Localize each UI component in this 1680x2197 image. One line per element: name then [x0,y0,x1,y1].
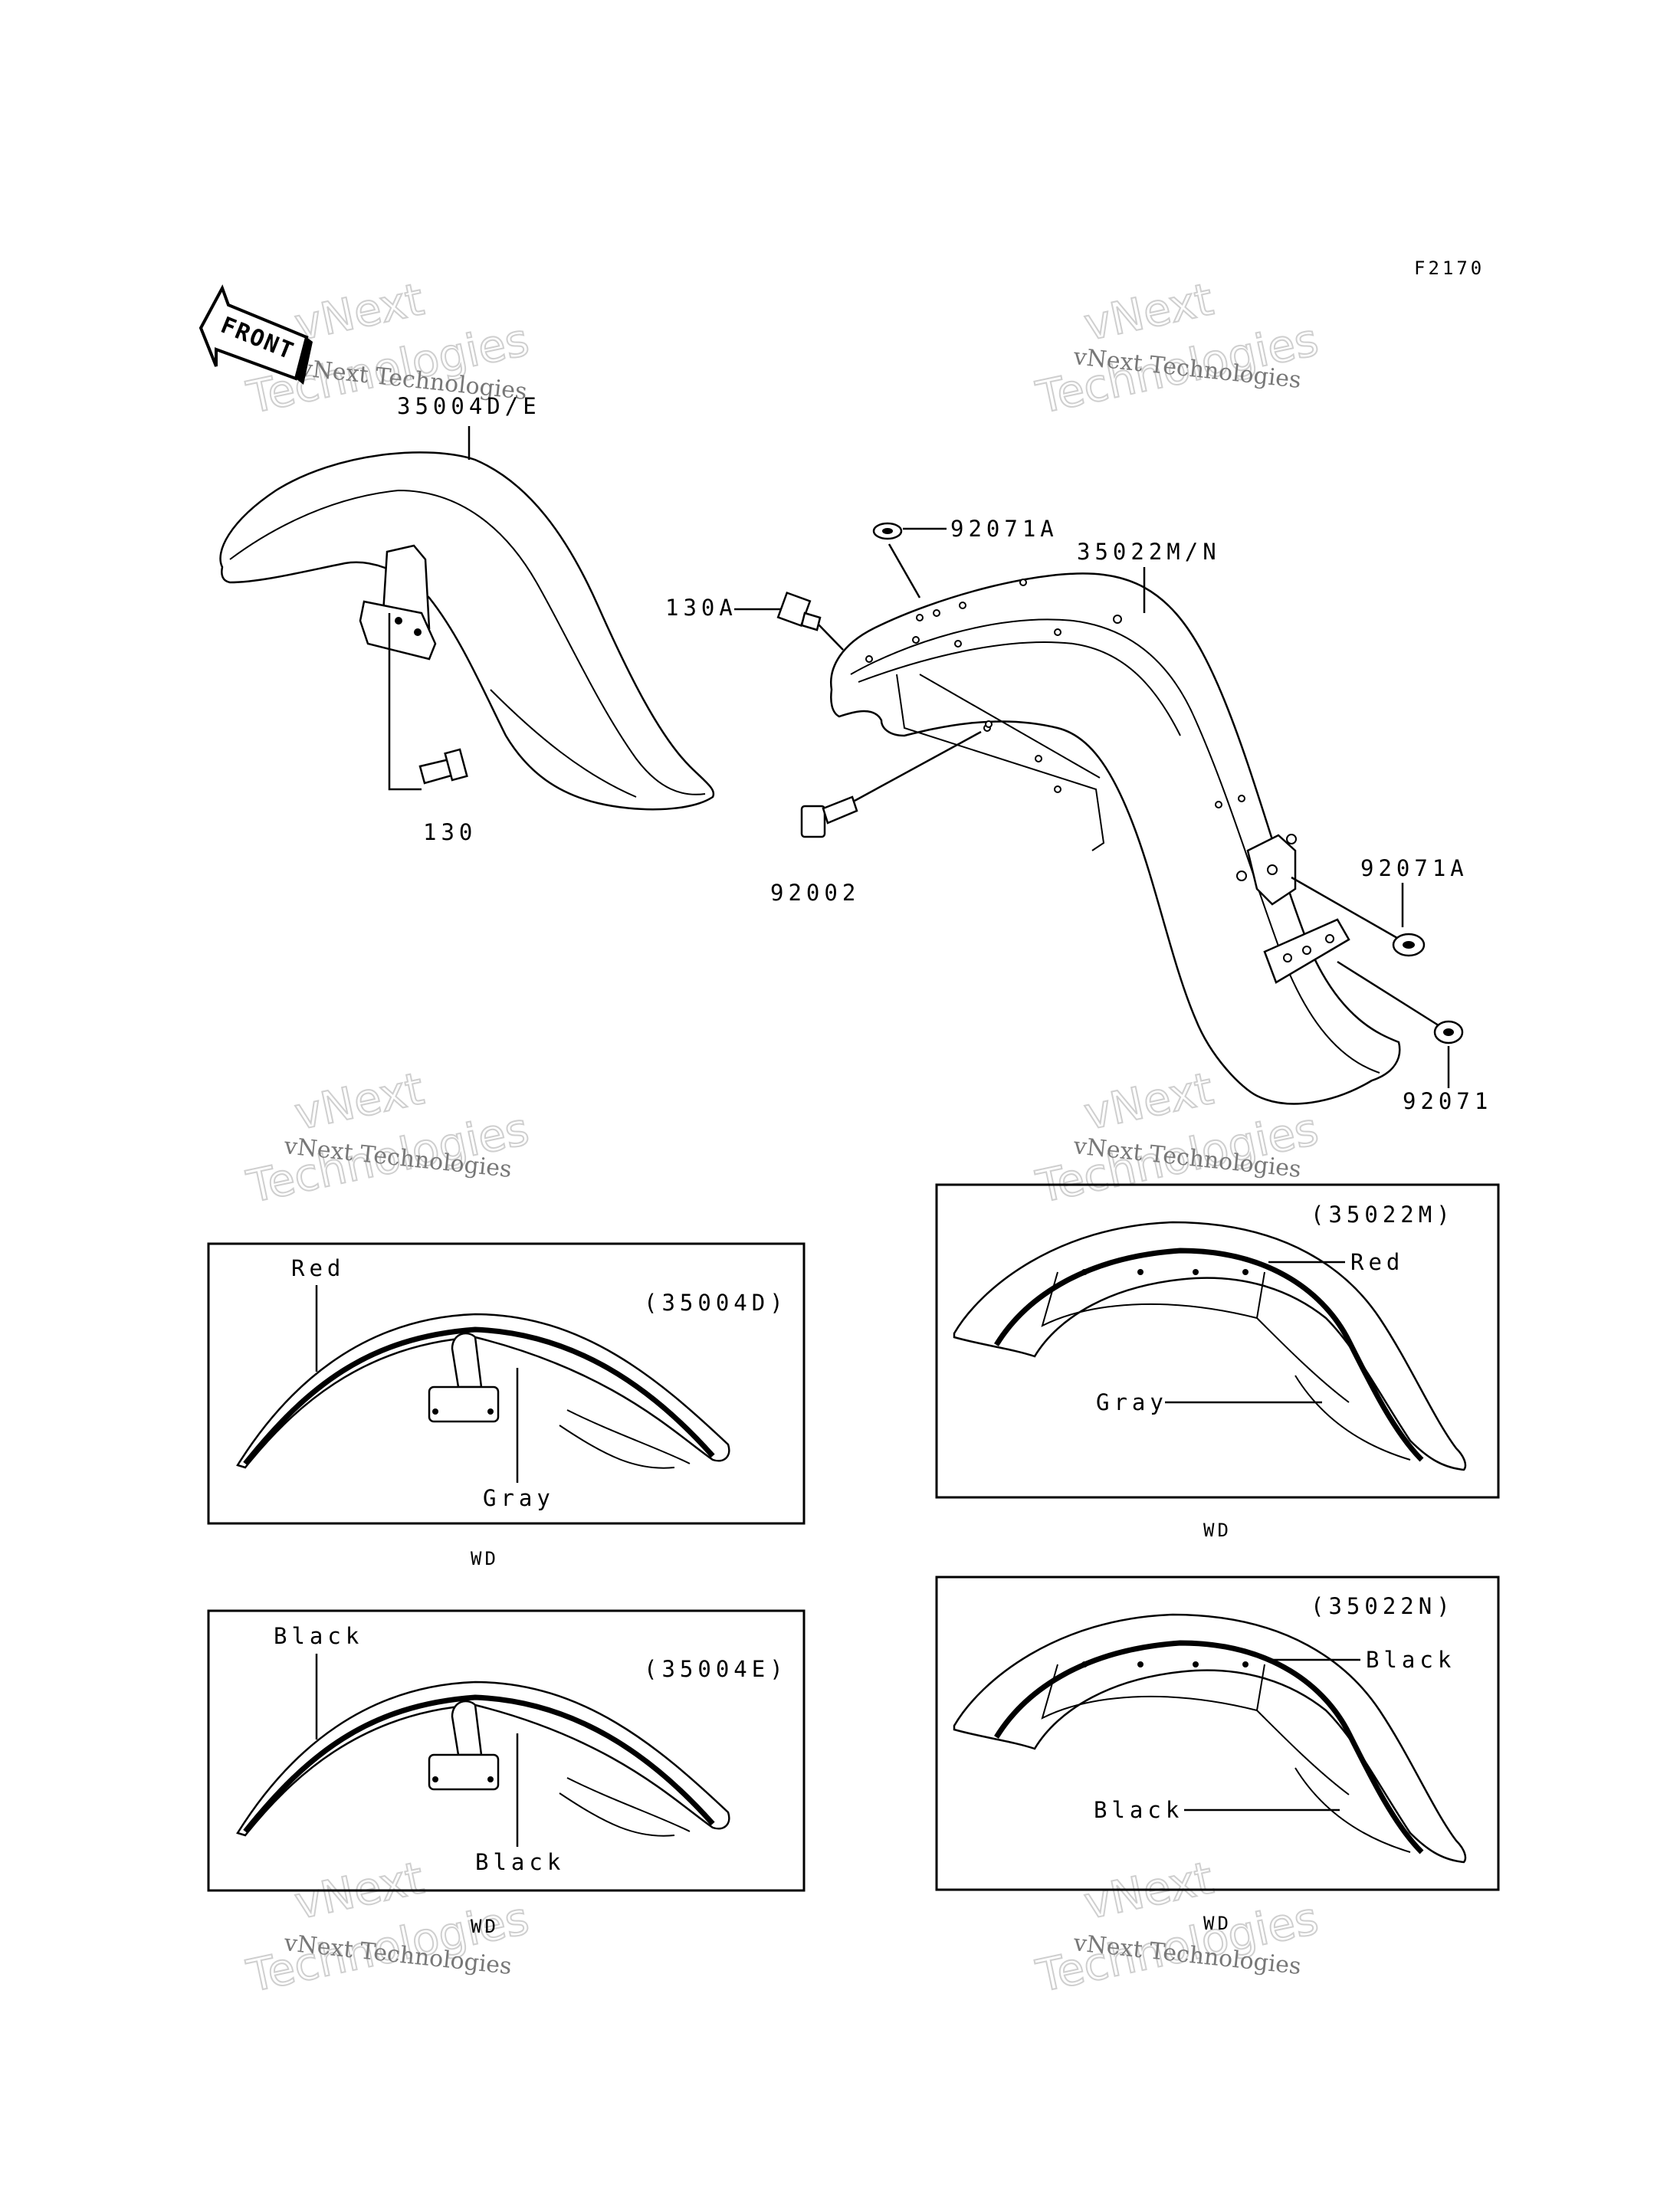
panel-code: (35022M) [1311,1202,1455,1228]
body-color-label: Gray [483,1485,555,1511]
stripe-color-label: Black [274,1623,363,1649]
bolt-icon [418,748,468,785]
figure-code: F2170 [1414,257,1485,279]
watermark: vNext Technologies [241,1061,534,1214]
front-fender [219,451,715,811]
panel-note: WD [1203,1520,1232,1541]
variant-panel-35022m: (35022M) Red Gray [935,1183,1500,1499]
variant-panel-35022n: (35022N) Black Black [935,1576,1500,1891]
panel-code: (35004E) [644,1656,788,1682]
panel-note: WD [471,1916,499,1937]
grommet-icon [1433,1020,1464,1044]
grommet-icon [1392,933,1426,957]
panel-code: (35004D) [644,1290,788,1316]
part-label-bolt-130a: 130A [665,595,737,621]
stripe-color-label: Red [1350,1249,1404,1275]
part-label-grommet-side: 92071A [1360,855,1468,881]
rear-fender [830,572,1401,1105]
variant-panel-35004e: (35004E) Black Black [207,1609,806,1892]
stripe-color-label: Black [1366,1647,1455,1673]
bolt-icon [800,795,858,838]
part-label-grommet-top: 92071A [950,516,1058,542]
body-color-label: Gray [1096,1389,1168,1415]
grommet-icon [872,522,903,540]
panel-code: (35022N) [1311,1593,1455,1619]
bolt-icon [776,591,822,631]
part-label-front-fender: 35004D/E [397,393,541,419]
part-label-grommet-lower: 92071 [1403,1088,1492,1114]
variant-panel-35004d: (35004D) Red Gray [207,1242,806,1525]
panel-note: WD [471,1548,499,1569]
part-label-rear-fender: 35022M/N [1077,539,1221,565]
stripe-color-label: Red [291,1255,345,1281]
part-label-bolt-130: 130 [423,819,477,845]
part-label-bolt-92002: 92002 [770,880,860,906]
watermark: vNext Technologies [1031,272,1324,425]
body-color-label: Black [1094,1797,1183,1823]
body-color-label: Black [475,1849,565,1875]
panel-note: WD [1203,1913,1232,1934]
